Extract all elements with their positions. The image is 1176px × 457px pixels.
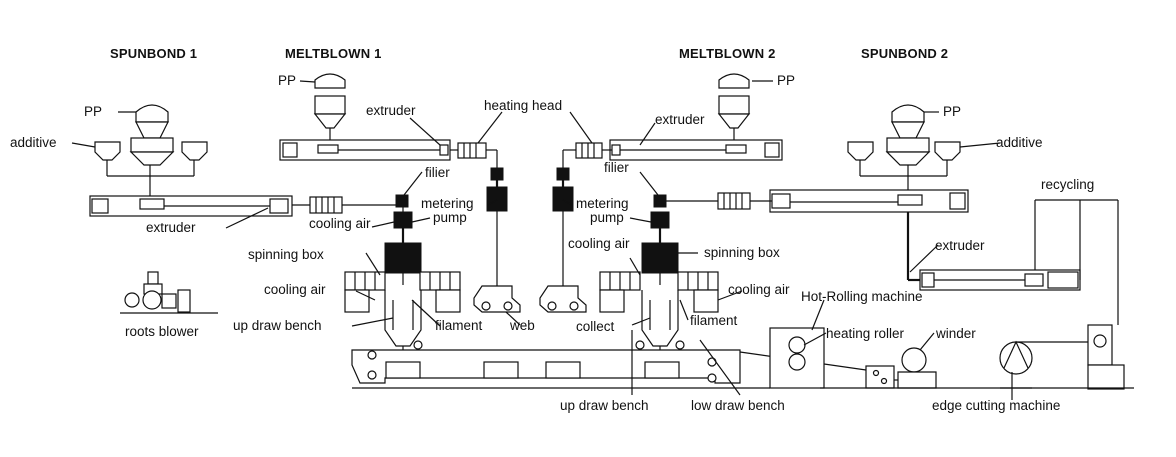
hot-rolling-machine (769, 327, 825, 389)
spunbond-2-hoppers (847, 104, 961, 196)
label-pp-spunbond-1: PP (84, 104, 103, 119)
leader-lines (71, 80, 1013, 400)
label-pp-meltblown-2: PP (777, 73, 796, 88)
meltblown-2-extruder (539, 139, 783, 313)
label-extruder-mb1: extruder (366, 103, 416, 118)
roots-blower (120, 271, 218, 314)
label-roots-blower: roots blower (125, 324, 199, 339)
label-winder: winder (936, 326, 976, 341)
label-extruder-mb2: extruder (655, 112, 705, 127)
label-collect: collect (576, 319, 615, 334)
label-edge-cutting-machine: edge cutting machine (932, 398, 1061, 413)
section-title-meltblown-2: MELTBLOWN 2 (679, 46, 776, 61)
label-recycling: recycling (1041, 177, 1095, 192)
meltblown-2-hopper (717, 73, 751, 140)
meltblown-1-hopper (313, 73, 347, 140)
meltblown-1-extruder (279, 139, 521, 313)
edge-cutting-machine (999, 324, 1125, 390)
label-up-draw-bench-bottom: up draw bench (560, 398, 649, 413)
label-additive-left: additive (10, 135, 57, 150)
label-metering-right: metering (576, 196, 629, 211)
conveyor-belt (351, 340, 867, 389)
label-pp-meltblown-1: PP (278, 73, 297, 88)
label-pp-spunbond-2: PP (943, 104, 962, 119)
label-filier-left: filier (425, 165, 450, 180)
label-cooling-air-left: cooling air (264, 282, 326, 297)
label-web: web (510, 318, 535, 333)
spunbond-2-spin-column (599, 194, 719, 362)
label-heating-roller: heating roller (826, 326, 905, 341)
spunbond-2-extruder (660, 189, 969, 213)
label-hot-rolling-machine: Hot-Rolling machine (801, 289, 923, 304)
label-cooling-air-right: cooling air (728, 282, 790, 297)
label-up-draw-bench-top: up draw bench (233, 318, 322, 333)
spunbond-1-extruder (89, 195, 404, 217)
label-filament-left: filament (435, 318, 483, 333)
label-pump-right: pump (590, 210, 624, 225)
label-spinning-box-left: spinning box (248, 247, 324, 262)
label-extruder-sb1: extruder (146, 220, 196, 235)
winder-unit (865, 347, 937, 389)
label-cooling-air-top-right: cooling air (568, 236, 630, 251)
label-heating-head: heating head (484, 98, 563, 113)
label-low-draw-bench: low draw bench (691, 398, 785, 413)
label-additive-right: additive (996, 135, 1043, 150)
recycling-extruder (906, 199, 1119, 325)
section-title-spunbond-1: SPUNBOND 1 (110, 46, 198, 61)
label-filier-right: filier (604, 160, 629, 175)
section-title-meltblown-1: MELTBLOWN 1 (285, 46, 382, 61)
section-title-spunbond-2: SPUNBOND 2 (861, 46, 949, 61)
label-metering-left: metering (421, 196, 474, 211)
label-pump-left: pump (433, 210, 467, 225)
label-extruder-sb2: extruder (935, 238, 985, 253)
label-cooling-air-top-left: cooling air (309, 216, 371, 231)
label-filament-right: filament (690, 313, 738, 328)
spunbond-1-spin-column (344, 194, 461, 362)
spunbond-1-hoppers (94, 104, 208, 196)
label-spinning-box-right: spinning box (704, 245, 780, 260)
